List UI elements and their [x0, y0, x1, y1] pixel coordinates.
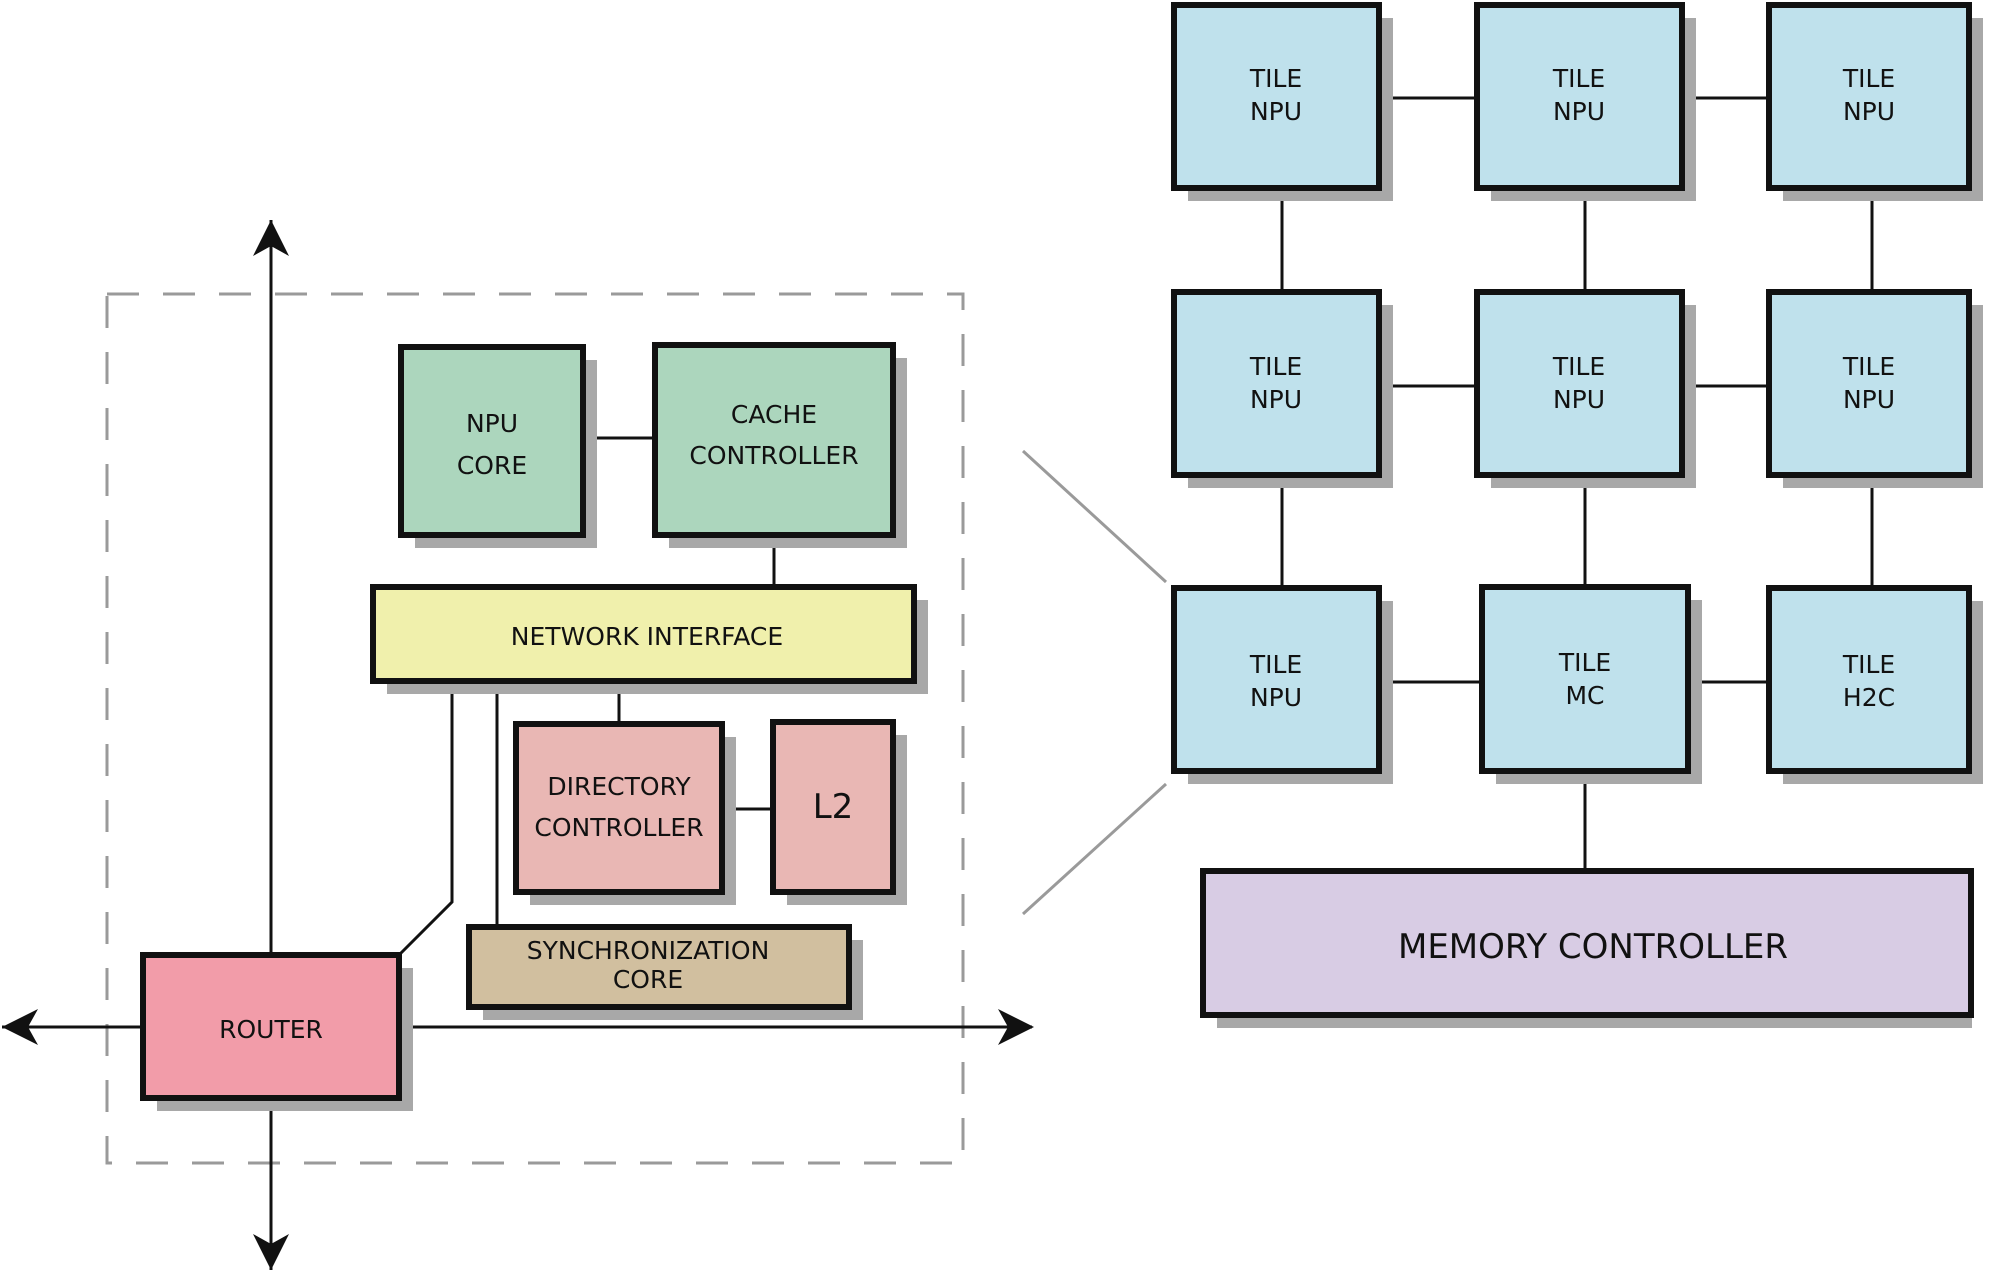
- mesh-tile-label-line2: NPU: [1250, 385, 1302, 414]
- mesh-tile-label-line2: NPU: [1843, 97, 1895, 126]
- mesh-tile-r1c1: TILE NPU: [1171, 2, 1393, 201]
- mesh-tile-box: [1766, 289, 1972, 478]
- network-interface-block: NETWORK INTERFACE: [370, 584, 928, 694]
- synchronization-core-label-line2: CORE: [613, 965, 683, 994]
- zoom-line-top: [1021, 449, 1168, 584]
- tile-detail-view: NPU CORE CACHE CONTROLLER NETWORK INTERF…: [2, 220, 1034, 1270]
- synchronization-core-box: [466, 924, 852, 1010]
- arrowhead-north: [253, 220, 289, 256]
- mesh-tile-r3c1: TILE NPU: [1171, 585, 1393, 784]
- zoom-indicator: [1021, 449, 1168, 916]
- l2-box: [770, 719, 896, 895]
- mesh-tile-r2c1: TILE NPU: [1171, 289, 1393, 488]
- mesh-tile-label-line2: NPU: [1553, 385, 1605, 414]
- router-label: ROUTER: [219, 1015, 323, 1044]
- l2-block: L2: [770, 719, 907, 905]
- mesh-links: [1280, 96, 1874, 871]
- mesh-tile-box: [1171, 289, 1382, 478]
- mesh-tile-box: [1766, 585, 1972, 774]
- mesh-tile-label-line1: TILE: [1552, 64, 1605, 93]
- cache-controller-label-line2: CONTROLLER: [689, 441, 858, 470]
- memory-controller-block: MEMORY CONTROLLER: [1200, 868, 1974, 1028]
- link-ni-router: [397, 683, 454, 957]
- mesh-tile-r2c2: TILE NPU: [1474, 289, 1696, 488]
- mesh-tile-r1c2: TILE NPU: [1474, 2, 1696, 201]
- tile-mesh: TILE NPU TILE NPU TILE NPU TILE NPU TILE…: [1171, 2, 1983, 1028]
- npu-core-label-line1: NPU: [466, 409, 518, 438]
- router-box: [140, 952, 402, 1101]
- mesh-tile-r1c3: TILE NPU: [1766, 2, 1983, 201]
- mesh-tile-label-line2: NPU: [1250, 97, 1302, 126]
- mesh-tile-r2c3: TILE NPU: [1766, 289, 1983, 488]
- mesh-tile-r3c2: TILE MC: [1479, 584, 1702, 784]
- mesh-tile-label-line2: NPU: [1843, 385, 1895, 414]
- memory-controller-label: MEMORY CONTROLLER: [1398, 927, 1788, 967]
- arrowhead-east: [998, 1009, 1034, 1045]
- arrowhead-west: [2, 1009, 38, 1045]
- mesh-tile-label-line1: TILE: [1842, 650, 1895, 679]
- router-block: ROUTER: [140, 952, 413, 1111]
- zoom-line-bottom: [1021, 782, 1168, 916]
- synchronization-core-label-line1: SYNCHRONIZATION: [527, 936, 770, 965]
- directory-controller-block: DIRECTORY CONTROLLER: [513, 721, 736, 905]
- mesh-tile-box: [1474, 2, 1685, 191]
- mesh-tile-label-line2: H2C: [1843, 683, 1895, 712]
- mesh-tile-label-line1: TILE: [1249, 352, 1302, 381]
- router-axes: [2, 220, 1032, 1270]
- directory-controller-box: [513, 721, 725, 895]
- npu-core-label-line2: CORE: [457, 451, 527, 480]
- cache-controller-box: [652, 342, 896, 538]
- mesh-tile-label-line1: TILE: [1249, 650, 1302, 679]
- npu-core-block: NPU CORE: [398, 344, 597, 548]
- mesh-tile-box: [1171, 585, 1382, 774]
- l2-label: L2: [813, 787, 854, 827]
- mesh-tile-label-line1: TILE: [1552, 352, 1605, 381]
- directory-controller-label-line1: DIRECTORY: [547, 772, 691, 801]
- mesh-tile-label-line2: NPU: [1250, 683, 1302, 712]
- npu-core-box: [398, 344, 586, 538]
- memory-controller-box: [1200, 868, 1974, 1018]
- mesh-tile-box: [1766, 2, 1972, 191]
- mesh-tile-label-line1: TILE: [1842, 352, 1895, 381]
- mesh-tile-label-line2: MC: [1565, 681, 1604, 710]
- cache-controller-label-line1: CACHE: [731, 400, 817, 429]
- arrowhead-south: [253, 1234, 289, 1270]
- cache-controller-block: CACHE CONTROLLER: [652, 342, 907, 548]
- mesh-tile-box: [1479, 584, 1691, 774]
- network-interface-box: [370, 584, 917, 684]
- tile-boundary: [105, 292, 965, 1165]
- mesh-tile-box: [1474, 289, 1685, 478]
- mesh-tile-box: [1171, 2, 1382, 191]
- mesh-tile-r3c3: TILE H2C: [1766, 585, 1983, 784]
- mesh-tile-label-line1: TILE: [1842, 64, 1895, 93]
- synchronization-core-block: SYNCHRONIZATION CORE: [466, 924, 863, 1020]
- mesh-tile-label-line1: TILE: [1558, 648, 1611, 677]
- mesh-tile-label-line2: NPU: [1553, 97, 1605, 126]
- network-interface-label: NETWORK INTERFACE: [511, 622, 783, 651]
- directory-controller-label-line2: CONTROLLER: [534, 813, 703, 842]
- mesh-tile-label-line1: TILE: [1249, 64, 1302, 93]
